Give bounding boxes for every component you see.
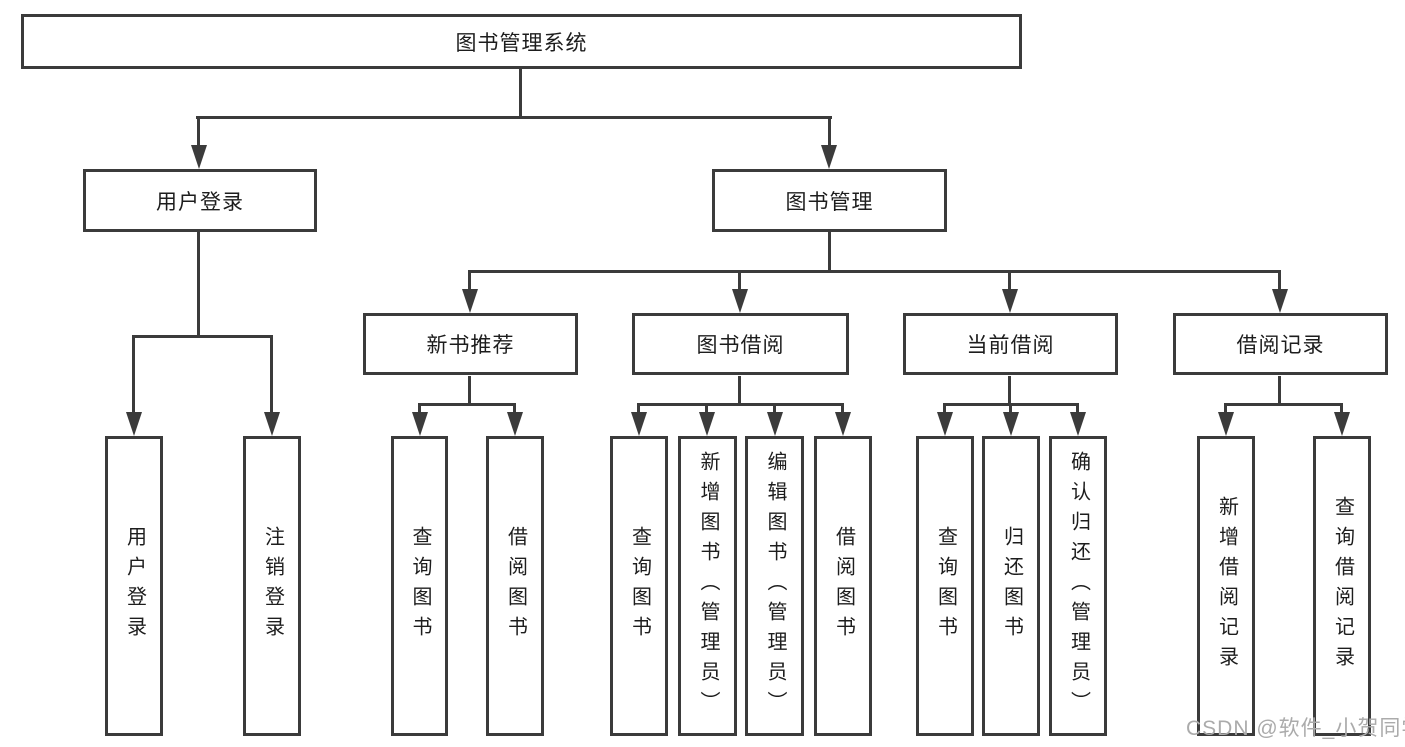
connector-line-horizontal	[637, 403, 844, 406]
leaf-label: 查询图书	[934, 526, 957, 646]
connector-line-vertical	[1008, 270, 1011, 292]
arrow-down-icon	[191, 145, 207, 169]
leaf-return-book: 归还图书	[982, 436, 1040, 736]
connector-line-vertical	[828, 116, 831, 149]
connector-line-horizontal	[196, 116, 832, 119]
leaf-label: 新增图书（管理员）	[697, 451, 719, 721]
arrow-down-icon	[1334, 412, 1350, 436]
arrow-down-icon	[1002, 289, 1018, 313]
node-label: 图书管理	[785, 190, 874, 214]
connector-line-vertical	[418, 403, 421, 416]
connector-line-vertical	[841, 403, 844, 416]
connector-line-vertical	[197, 116, 200, 149]
connector-line-horizontal	[1224, 403, 1343, 406]
arrow-down-icon	[412, 412, 428, 436]
leaf-label: 用户登录	[123, 526, 146, 646]
connector-line-vertical	[1278, 270, 1281, 292]
connector-line-vertical	[705, 403, 708, 416]
connector-line-vertical	[943, 403, 946, 416]
connector-line-vertical	[132, 335, 135, 415]
arrow-down-icon	[699, 412, 715, 436]
leaf-add-borrow-record: 新增借阅记录	[1197, 436, 1255, 736]
connector-line-vertical	[1224, 403, 1227, 416]
connector-line-vertical	[738, 376, 741, 406]
arrow-down-icon	[821, 145, 837, 169]
arrow-down-icon	[462, 289, 478, 313]
node-user-login: 用户登录	[83, 169, 317, 232]
connector-line-horizontal	[943, 403, 1079, 406]
connector-line-vertical	[738, 270, 741, 292]
arrow-down-icon	[1218, 412, 1234, 436]
arrow-down-icon	[835, 412, 851, 436]
node-book-borrow: 图书借阅	[632, 313, 849, 375]
leaf-user-login: 用户登录	[105, 436, 163, 736]
arrow-down-icon	[767, 412, 783, 436]
arrow-down-icon	[937, 412, 953, 436]
connector-line-vertical	[468, 270, 471, 292]
connector-line-vertical	[828, 232, 831, 272]
leaf-label: 查询图书	[628, 526, 651, 646]
connector-line-vertical	[1076, 403, 1079, 416]
node-label: 新书推荐	[426, 334, 515, 357]
arrow-down-icon	[631, 412, 647, 436]
leaf-label: 确认归还（管理员）	[1067, 451, 1090, 721]
connector-line-vertical	[637, 403, 640, 416]
leaf-label: 借阅图书	[832, 526, 855, 646]
node-new-book-recommend: 新书推荐	[363, 313, 578, 375]
connector-line-vertical	[468, 376, 471, 406]
leaf-label: 借阅图书	[504, 526, 527, 646]
connector-line-vertical	[270, 335, 273, 415]
node-book-management: 图书管理	[712, 169, 947, 232]
node-root-system: 图书管理系统	[21, 14, 1022, 69]
connector-line-vertical	[1340, 403, 1343, 416]
leaf-label: 新增借阅记录	[1215, 496, 1238, 676]
node-label: 图书借阅	[696, 334, 785, 357]
leaf-logout: 注销登录	[243, 436, 301, 736]
leaf-label: 编辑图书（管理员）	[764, 451, 786, 721]
leaf-query-borrow-record: 查询借阅记录	[1313, 436, 1371, 736]
connector-line-vertical	[1009, 403, 1012, 416]
leaf-add-book-admin: 新增图书（管理员）	[678, 436, 737, 736]
leaf-label: 查询图书	[409, 526, 431, 646]
connector-line-horizontal	[468, 270, 1281, 273]
node-label: 用户登录	[156, 190, 244, 214]
arrow-down-icon	[264, 412, 280, 436]
arrow-down-icon	[1272, 289, 1288, 313]
connector-line-vertical	[513, 403, 516, 416]
connector-line-horizontal	[132, 335, 273, 338]
arrow-down-icon	[732, 289, 748, 313]
leaf-query-book-3: 查询图书	[916, 436, 974, 736]
arrow-down-icon	[1070, 412, 1086, 436]
node-borrow-records: 借阅记录	[1173, 313, 1388, 375]
node-label: 借阅记录	[1236, 334, 1325, 357]
leaf-label: 注销登录	[261, 526, 284, 646]
leaf-label: 查询借阅记录	[1331, 496, 1354, 676]
connector-line-vertical	[197, 232, 200, 338]
leaf-borrow-book-2: 借阅图书	[814, 436, 872, 736]
connector-line-vertical	[519, 68, 522, 118]
arrow-down-icon	[507, 412, 523, 436]
connector-line-vertical	[1278, 376, 1281, 406]
leaf-borrow-book-1: 借阅图书	[486, 436, 544, 736]
connector-line-horizontal	[418, 403, 516, 406]
arrow-down-icon	[1003, 412, 1019, 436]
connector-line-vertical	[773, 403, 776, 416]
node-current-borrow: 当前借阅	[903, 313, 1118, 375]
arrow-down-icon	[126, 412, 142, 436]
leaf-label: 归还图书	[1000, 526, 1023, 646]
csdn-watermark: CSDN @软件_小贺同学	[1186, 717, 1405, 740]
leaf-query-book-1: 查询图书	[391, 436, 448, 736]
leaf-confirm-return-admin: 确认归还（管理员）	[1049, 436, 1107, 736]
leaf-query-book-2: 查询图书	[610, 436, 668, 736]
leaf-edit-book-admin: 编辑图书（管理员）	[745, 436, 804, 736]
node-label: 图书管理系统	[455, 31, 588, 55]
node-label: 当前借阅	[966, 334, 1055, 357]
connector-line-vertical	[1008, 376, 1011, 406]
